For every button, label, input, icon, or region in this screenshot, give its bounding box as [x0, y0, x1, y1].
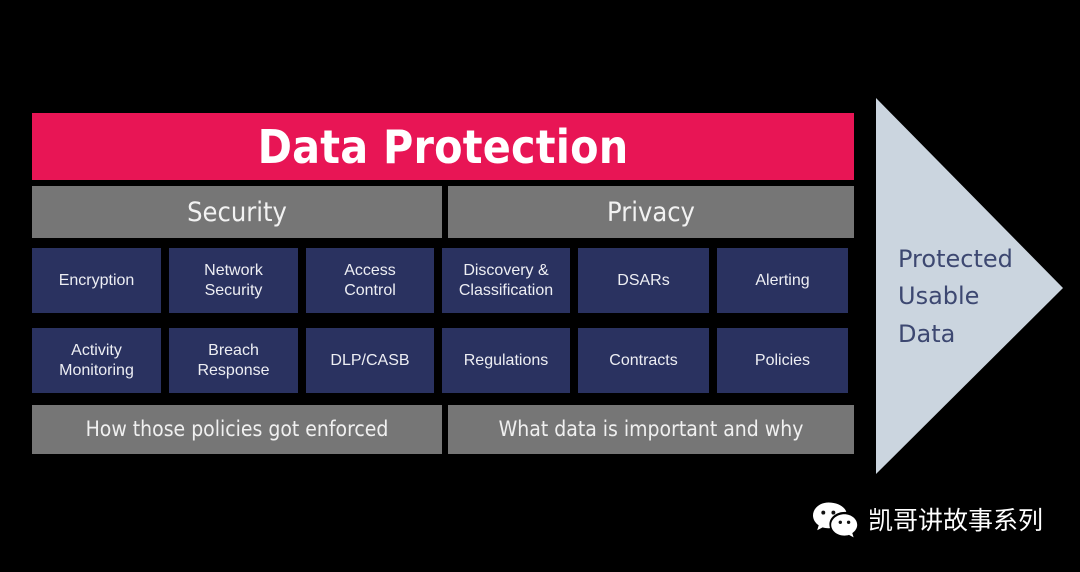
footer-row: How those policies got enforced What dat… — [32, 405, 854, 454]
capability-box: Discovery &Classification — [442, 248, 570, 313]
column-gap — [161, 328, 169, 393]
column-gap — [161, 248, 169, 313]
category-security-label: Security — [187, 196, 287, 228]
outcome-arrow: Protected Usable Data — [876, 98, 1066, 474]
watermark-text: 凯哥讲故事系列 — [868, 505, 1044, 535]
capability-box: DSARs — [578, 248, 709, 313]
category-privacy: Privacy — [448, 186, 854, 238]
capability-label: Contracts — [609, 351, 678, 369]
column-gap — [570, 328, 578, 393]
wechat-icon — [813, 502, 858, 538]
diagram-title-bar: Data Protection — [32, 113, 854, 180]
capability-box: Regulations — [442, 328, 570, 393]
outcome-line-1: Protected — [898, 245, 1013, 273]
category-privacy-label: Privacy — [607, 196, 695, 228]
data-protection-diagram: Data Protection Security Privacy Encrypt… — [32, 113, 854, 454]
column-gap — [709, 328, 717, 393]
footer-privacy: What data is important and why — [448, 405, 854, 454]
capability-label: Policies — [754, 351, 811, 369]
column-gap — [709, 248, 717, 313]
footer-security: How those policies got enforced — [32, 405, 442, 454]
outcome-arrow-label: Protected Usable Data — [898, 241, 1028, 353]
capability-label: DLP/CASB — [330, 351, 410, 369]
capability-box: Alerting — [717, 248, 848, 313]
outcome-line-3: Data — [898, 319, 956, 348]
footer-privacy-label: What data is important and why — [498, 417, 804, 441]
outcome-line-2: Usable — [898, 282, 980, 311]
category-row: Security Privacy — [32, 186, 854, 238]
column-gap — [298, 328, 306, 393]
footer-security-label: How those policies got enforced — [85, 417, 389, 441]
right-triangle-arrow-icon — [876, 98, 1063, 474]
capability-box: Policies — [717, 328, 848, 393]
capability-label: Regulations — [463, 351, 549, 369]
watermark: 凯哥讲故事系列 — [812, 498, 1043, 542]
column-gap — [434, 248, 442, 313]
column-gap — [434, 328, 442, 393]
column-gap — [298, 248, 306, 313]
diagram-title: Data Protection — [257, 119, 629, 174]
column-gap — [570, 248, 578, 313]
capability-box: Encryption — [32, 248, 161, 313]
capability-box: DLP/CASB — [306, 328, 434, 393]
category-security: Security — [32, 186, 442, 238]
capability-label: Encryption — [58, 271, 135, 289]
capability-box: Contracts — [578, 328, 709, 393]
capability-label: Alerting — [755, 271, 810, 289]
capability-label: Discovery &Classification — [458, 261, 554, 299]
capability-label: DSARs — [617, 271, 670, 289]
